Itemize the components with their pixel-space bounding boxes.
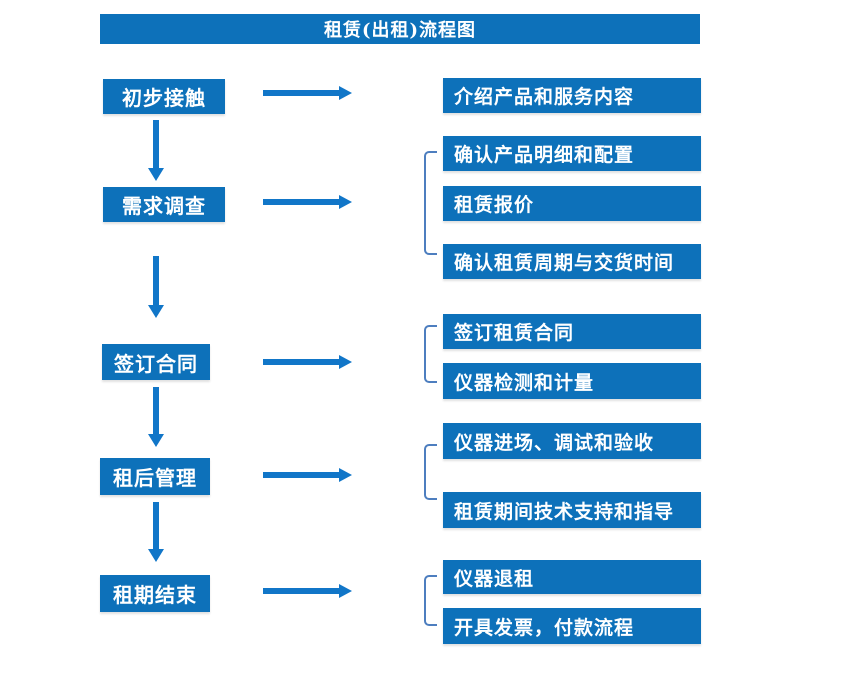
group-bracket bbox=[424, 151, 437, 255]
group-bracket bbox=[424, 325, 437, 383]
arrow-head bbox=[148, 549, 164, 562]
down-arrow-icon bbox=[148, 387, 164, 447]
group-bracket bbox=[424, 444, 437, 500]
arrow-head bbox=[339, 584, 352, 598]
detail-box-rental-quote: 租赁报价 bbox=[443, 186, 701, 221]
stage-box-demand-survey: 需求调查 bbox=[103, 187, 225, 222]
arrow-head bbox=[339, 355, 352, 369]
arrow-shaft bbox=[263, 199, 339, 205]
detail-box-instrument-entry: 仪器进场、调试和验收 bbox=[443, 423, 701, 459]
arrow-shaft bbox=[153, 256, 159, 306]
stage-box-initial-contact: 初步接触 bbox=[103, 79, 225, 114]
detail-box-sign-rental-contract: 签订租赁合同 bbox=[443, 314, 701, 349]
right-arrow-icon bbox=[263, 195, 352, 209]
stage-box-rental-end: 租期结束 bbox=[100, 575, 210, 612]
arrow-shaft bbox=[153, 120, 159, 169]
arrow-shaft bbox=[263, 90, 339, 96]
stage-box-sign-contract: 签订合同 bbox=[102, 344, 210, 380]
down-arrow-icon bbox=[148, 502, 164, 562]
arrow-head bbox=[339, 195, 352, 209]
arrow-head bbox=[148, 305, 164, 318]
arrow-head bbox=[148, 168, 164, 181]
detail-box-instrument-return: 仪器退租 bbox=[443, 560, 701, 594]
down-arrow-icon bbox=[148, 256, 164, 318]
stage-box-post-rental-management: 租后管理 bbox=[100, 458, 210, 495]
group-bracket bbox=[424, 575, 437, 626]
arrow-head bbox=[339, 468, 352, 482]
right-arrow-icon bbox=[263, 86, 352, 100]
down-arrow-icon bbox=[148, 120, 164, 181]
detail-box-confirm-product-details: 确认产品明细和配置 bbox=[443, 136, 701, 171]
detail-box-introduce-products: 介绍产品和服务内容 bbox=[443, 78, 701, 113]
arrow-shaft bbox=[263, 472, 339, 478]
right-arrow-icon bbox=[263, 468, 352, 482]
arrow-shaft bbox=[263, 588, 339, 594]
arrow-shaft bbox=[153, 502, 159, 550]
arrow-head bbox=[339, 86, 352, 100]
detail-box-invoice-payment: 开具发票，付款流程 bbox=[443, 608, 701, 644]
arrow-shaft bbox=[263, 359, 339, 365]
detail-box-instrument-inspection: 仪器检测和计量 bbox=[443, 363, 701, 399]
detail-box-technical-support: 租赁期间技术支持和指导 bbox=[443, 492, 701, 528]
diagram-title: 租赁(出租)流程图 bbox=[323, 20, 477, 41]
arrow-shaft bbox=[153, 387, 159, 435]
arrow-head bbox=[148, 434, 164, 447]
diagram-title-bar: 租赁(出租)流程图 bbox=[100, 14, 700, 44]
detail-box-confirm-rental-period: 确认租赁周期与交货时间 bbox=[443, 244, 701, 279]
right-arrow-icon bbox=[263, 584, 352, 598]
right-arrow-icon bbox=[263, 355, 352, 369]
